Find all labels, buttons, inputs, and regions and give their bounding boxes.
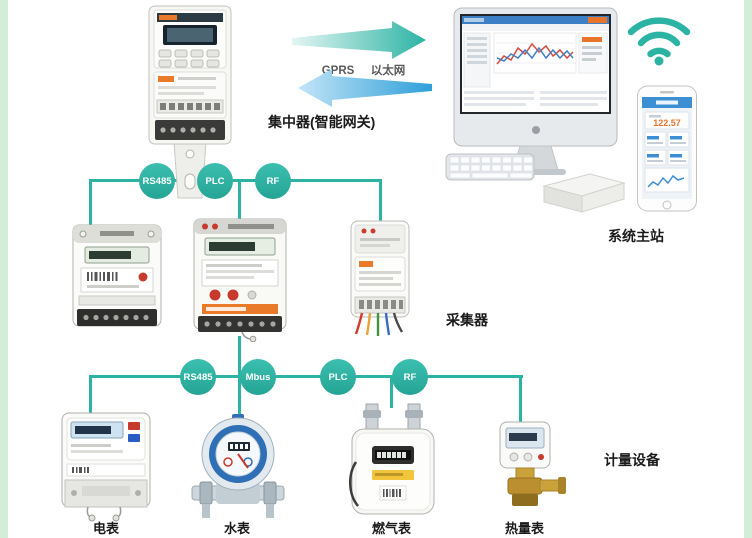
- master-station-label: 系统主站: [608, 228, 664, 244]
- ethernet-label: 以太网: [371, 63, 406, 77]
- gprs-ethernet-link-arrows: GPRS 以太网: [292, 21, 432, 107]
- imac-illustration: [453, 7, 618, 175]
- electricity-meter-illustration: [61, 412, 151, 522]
- collector-drop-line: [238, 336, 241, 378]
- collector-meter-1-illustration: [72, 224, 162, 327]
- tier2-drop-water: [238, 375, 241, 418]
- arrow-left-icon: [298, 69, 432, 107]
- tier2-drop-heat: [519, 375, 522, 428]
- tier2-link-rs485: RS485: [180, 359, 216, 395]
- heat-meter-label: 热量表: [505, 521, 545, 536]
- left-border-strip: [0, 0, 8, 538]
- tier2-bus-line: [89, 375, 523, 378]
- right-border-strip: [744, 0, 752, 538]
- heat-meter-illustration: [499, 421, 566, 506]
- collector-meter-2-illustration: [193, 218, 287, 342]
- water-meter-illustration: [191, 414, 285, 518]
- gas-meter-illustration: [349, 403, 435, 515]
- collector-module-illustration: [350, 220, 410, 336]
- electricity-meter-label: 电表: [93, 521, 120, 536]
- tier2-link-plc: PLC: [320, 359, 356, 395]
- metering-devices-label: 计量设备: [604, 452, 660, 468]
- tier1-bus-line: [89, 179, 382, 182]
- arrow-right-icon: [292, 21, 426, 59]
- tier2-link-rf: RF: [392, 359, 428, 395]
- gas-meter-label: 燃气表: [372, 521, 412, 536]
- concentrator-label: 集中器(智能网关): [268, 114, 376, 130]
- phone-reading-value: 122.57: [653, 118, 681, 128]
- tier1-link-rs485: RS485: [139, 163, 175, 199]
- tier1-link-plc: PLC: [197, 163, 233, 199]
- wifi-icon: [627, 17, 691, 66]
- water-meter-label: 水表: [224, 521, 251, 536]
- tier1-drop-left: [89, 179, 92, 229]
- concentrator-device-illustration: [148, 5, 232, 199]
- router-box-illustration: [542, 173, 626, 213]
- tier1-link-rf: RF: [255, 163, 291, 199]
- tier1-drop-middle: [238, 179, 241, 224]
- keyboard-illustration: [445, 153, 535, 181]
- smartphone-illustration: 122.57: [637, 85, 697, 212]
- collector-label: 采集器: [446, 312, 488, 328]
- tier2-link-mbus: Mbus: [240, 359, 276, 395]
- tier1-drop-right: [379, 179, 382, 224]
- tier2-drop-electricity: [89, 375, 92, 420]
- tier2-drop-gas: [390, 375, 393, 408]
